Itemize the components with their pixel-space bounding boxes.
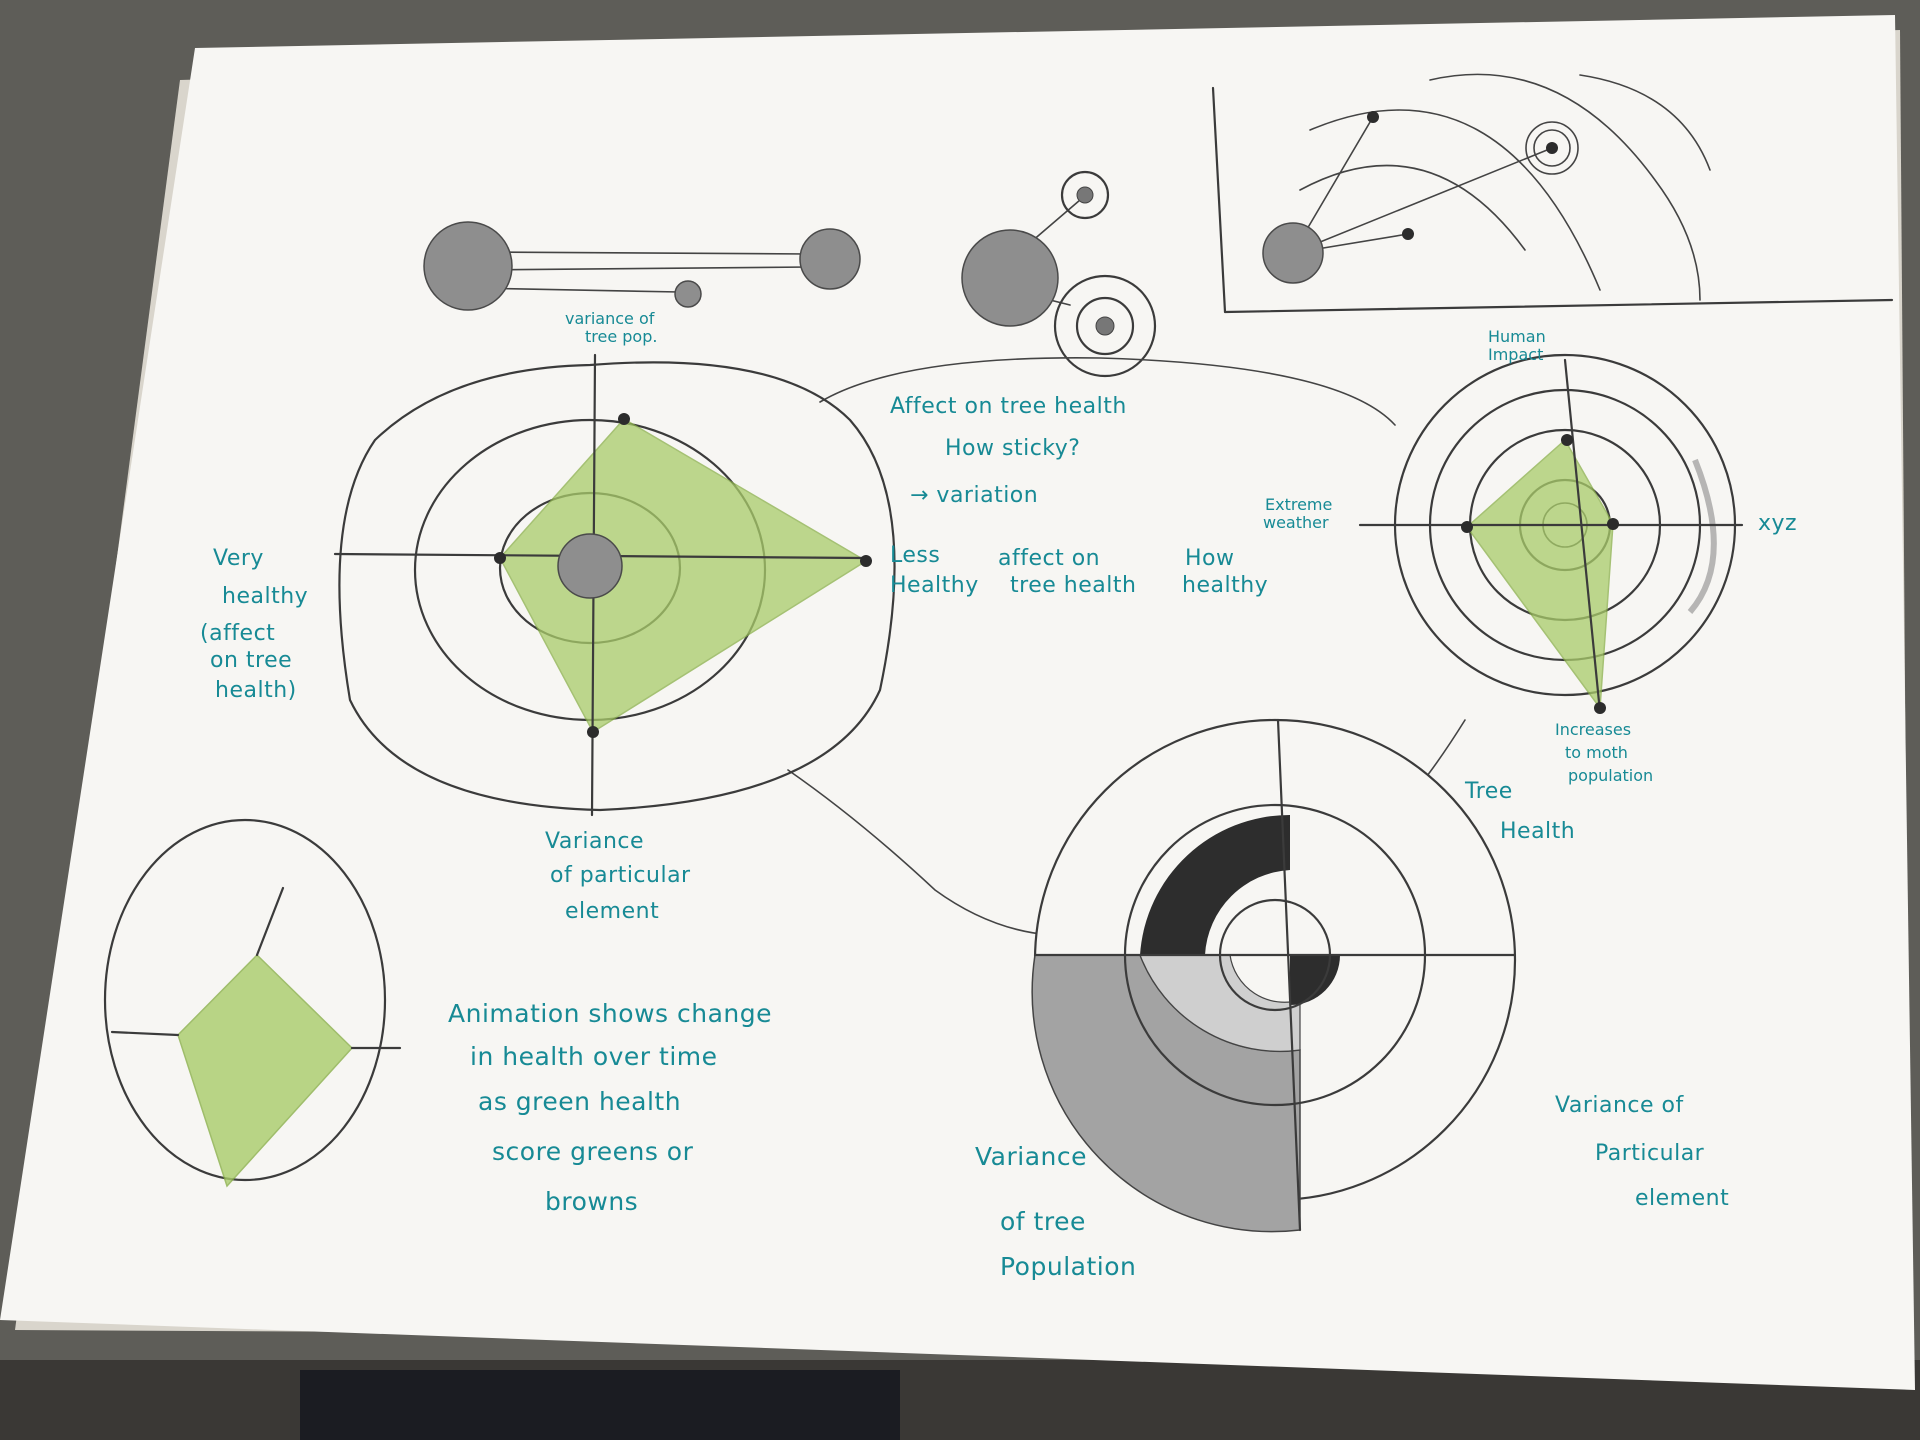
label-animation-1: Animation shows change — [448, 999, 772, 1028]
dark-object — [300, 1370, 900, 1440]
dot-medium — [799, 228, 861, 290]
label-increases-moth-1: Increases — [1555, 720, 1631, 739]
label-extreme-weather-1: Extreme — [1265, 495, 1332, 514]
center-dot — [557, 533, 623, 599]
label-xyz: xyz — [1758, 511, 1797, 536]
dot-small — [674, 280, 702, 308]
segmented-donut — [1031, 718, 1517, 1233]
dot-hub — [961, 229, 1059, 327]
label-variance-particular-right-2: Particular — [1595, 1141, 1705, 1166]
label-very-healthy-1: Very — [213, 546, 264, 571]
radial-frame-sketch — [1211, 73, 1894, 314]
label-less-healthy-1: Less — [890, 543, 940, 568]
label-variance-particular-left-3: element — [565, 899, 659, 924]
label-increases-moth-3: population — [1568, 766, 1653, 785]
label-human-impact-1: Human — [1488, 327, 1546, 346]
label-tree-health-1: Tree — [1464, 779, 1513, 804]
label-variance-particular-right-1: Variance of — [1555, 1093, 1684, 1118]
linked-dots-sketch — [423, 221, 861, 311]
dot-large — [423, 221, 513, 311]
label-extreme-weather-2: weather — [1263, 513, 1329, 532]
label-very-healthy-2: healthy — [222, 584, 308, 609]
label-variance-particular-left-2: of particular — [550, 863, 691, 888]
label-affect-note-1: Affect on tree health — [890, 394, 1127, 419]
label-very-healthy-4: on tree — [210, 648, 292, 673]
label-increases-moth-2: to moth — [1565, 743, 1628, 762]
label-affect-paren-2: tree health — [1010, 573, 1136, 598]
label-variance-tree-population-2: of tree — [1000, 1207, 1086, 1236]
label-how-healthy-2: healthy — [1182, 573, 1268, 598]
label-very-healthy-5: health) — [215, 678, 297, 703]
label-animation-5: browns — [545, 1187, 638, 1216]
label-human-impact-2: Impact — [1488, 345, 1543, 364]
label-tree-health-2: Health — [1500, 819, 1575, 844]
label-animation-2: in health over time — [470, 1042, 718, 1071]
label-very-healthy-3: (affect — [200, 621, 275, 646]
label-variance-tree-population-3: Population — [1000, 1252, 1136, 1281]
network-sketch — [961, 170, 1157, 378]
label-animation-4: score greens or — [492, 1137, 694, 1166]
label-how-healthy-1: How — [1185, 546, 1235, 571]
notes: variance of tree pop. Affect on tree hea… — [200, 309, 1797, 1281]
label-variance-tree-pop-2: tree pop. — [585, 327, 657, 346]
label-affect-note-3: → variation — [910, 483, 1038, 508]
connector-bottom-left — [787, 769, 1051, 936]
label-variance-particular-left-1: Variance — [545, 829, 644, 854]
label-less-healthy-2: Healthy — [890, 573, 979, 598]
radar-chart-right — [1358, 353, 1744, 714]
radar-chart-small — [103, 818, 402, 1188]
label-affect-paren-1: affect on — [998, 546, 1100, 571]
connector-top — [819, 357, 1396, 426]
label-affect-note-2: How sticky? — [945, 436, 1080, 461]
label-variance-tree-pop-1: variance of — [565, 309, 655, 328]
radar-chart-left — [333, 353, 896, 817]
label-animation-3: as green health — [478, 1087, 681, 1116]
label-variance-tree-population-1: Variance — [975, 1142, 1087, 1171]
label-variance-particular-right-3: element — [1635, 1186, 1729, 1211]
